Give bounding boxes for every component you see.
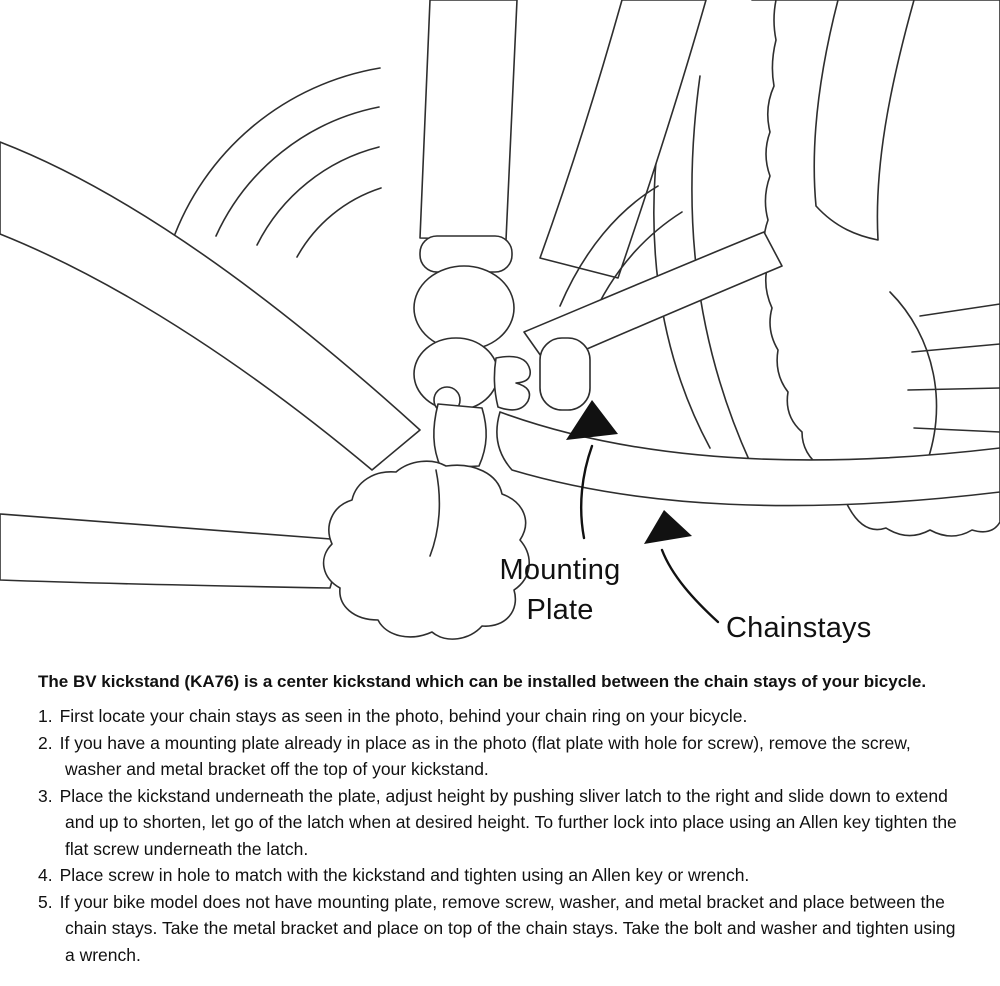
step-number: 3. <box>38 785 53 806</box>
step-text: If you have a mounting plate already in … <box>59 732 911 780</box>
instructions-section: The BV kickstand (KA76) is a center kick… <box>38 670 964 968</box>
chainring-arc <box>215 106 380 237</box>
hub-line <box>911 343 1000 353</box>
instruction-step-3: 3. Place the kickstand underneath the pla… <box>38 783 964 863</box>
fender-arc <box>889 291 938 471</box>
latch-claw <box>493 355 532 411</box>
chainstay-tube <box>496 411 1000 507</box>
seatstay-front-tube <box>813 0 915 241</box>
bb-shell <box>413 265 515 351</box>
instruction-step-4: 4. Place screw in hole to match with the … <box>38 862 964 889</box>
rear-tire <box>751 0 1000 537</box>
step-text: If your bike model does not have mountin… <box>59 891 956 965</box>
down-tube <box>0 141 421 471</box>
mounting-plate-label-line1: Mounting <box>499 554 621 586</box>
neck <box>433 403 487 469</box>
step-number: 2. <box>38 732 53 753</box>
mounting-plate-arrow-icon <box>566 400 618 440</box>
chainstays-arrow-icon <box>644 510 692 544</box>
instruction-step-2: 2. If you have a mounting plate already i… <box>38 730 964 783</box>
hub-line <box>913 427 1000 433</box>
step-number: 5. <box>38 891 53 912</box>
seatstay-band <box>523 231 783 367</box>
step-number: 1. <box>38 706 53 726</box>
left-tube <box>0 513 345 589</box>
instruction-step-1: 1. First locate your chain stays as seen … <box>38 703 964 730</box>
mounting-plate-label: Mounting Plate <box>468 550 652 630</box>
step-number: 4. <box>38 865 53 885</box>
diagram-area: Mounting Plate Chainstays <box>0 0 1000 644</box>
mounting-plate-hole <box>539 337 591 411</box>
mounting-plate-label-line2: Plate <box>526 594 594 626</box>
chainring-arc <box>256 146 380 246</box>
instruction-step-5: 5. If your bike model does not have mount… <box>38 889 964 969</box>
upper-right-tube <box>539 0 707 279</box>
mounting-plate-leader-line <box>579 444 594 540</box>
seat-tube <box>419 0 518 241</box>
detail-arc <box>559 185 659 307</box>
chainstays-label: Chainstays <box>726 612 872 644</box>
step-text: Place screw in hole to match with the ki… <box>59 865 750 885</box>
hub-line <box>907 387 1000 391</box>
bike-line-drawing <box>0 0 1000 640</box>
step-text: First locate your chain stays as seen in… <box>59 706 748 726</box>
chainring-arc <box>171 67 381 243</box>
kickstand-body <box>322 460 530 640</box>
chainstays-leader-line <box>660 548 720 624</box>
step-text: Place the kickstand underneath the plate… <box>59 785 957 859</box>
instructions-heading: The BV kickstand (KA76) is a center kick… <box>38 672 927 691</box>
hub-line <box>919 303 1000 317</box>
kickstand-detail-line <box>429 469 441 557</box>
chainring-arc <box>296 187 382 258</box>
